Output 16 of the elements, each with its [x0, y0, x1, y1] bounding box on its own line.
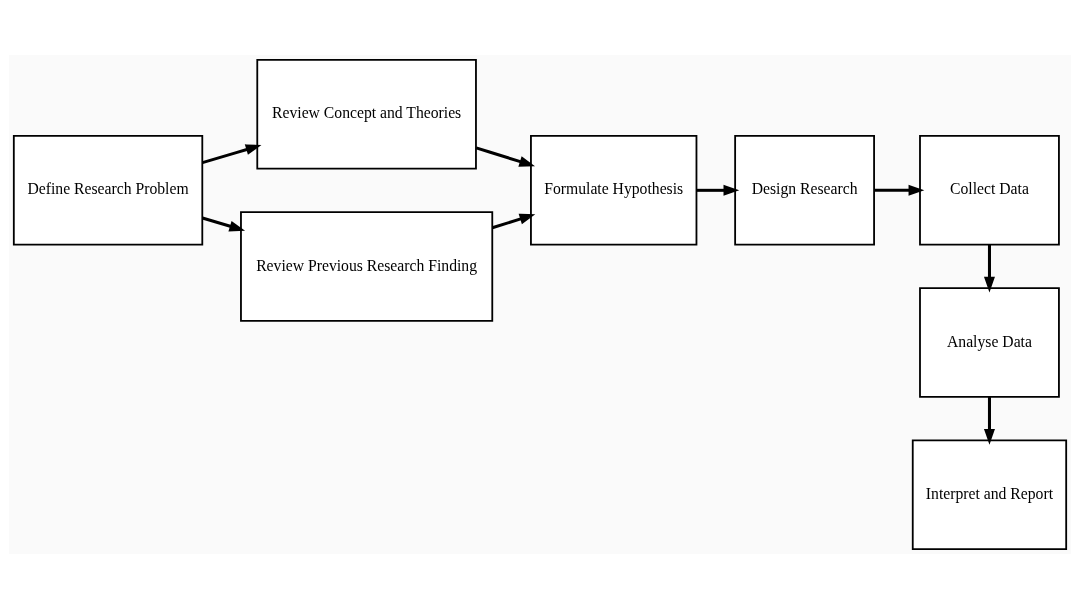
- node-box: Analyse Data: [919, 287, 1060, 398]
- node-box: Collect Data: [919, 135, 1060, 246]
- node-box: Interpret and Report: [911, 439, 1068, 551]
- arrow: [983, 244, 995, 293]
- arrow: [983, 397, 995, 445]
- arrow: [475, 146, 535, 167]
- arrow: [874, 184, 925, 196]
- arrow: [202, 216, 246, 232]
- node-box: Formulate Hypothesis: [530, 135, 698, 246]
- arrow: [696, 184, 740, 196]
- node-box: Design Research: [734, 135, 875, 246]
- node-box: Define Research Problem: [12, 135, 204, 246]
- node-box: Review Concept and Theories: [256, 58, 477, 170]
- arrow: [491, 213, 536, 230]
- arrow: [202, 144, 262, 165]
- node-box: Review Previous Research Finding: [240, 211, 494, 322]
